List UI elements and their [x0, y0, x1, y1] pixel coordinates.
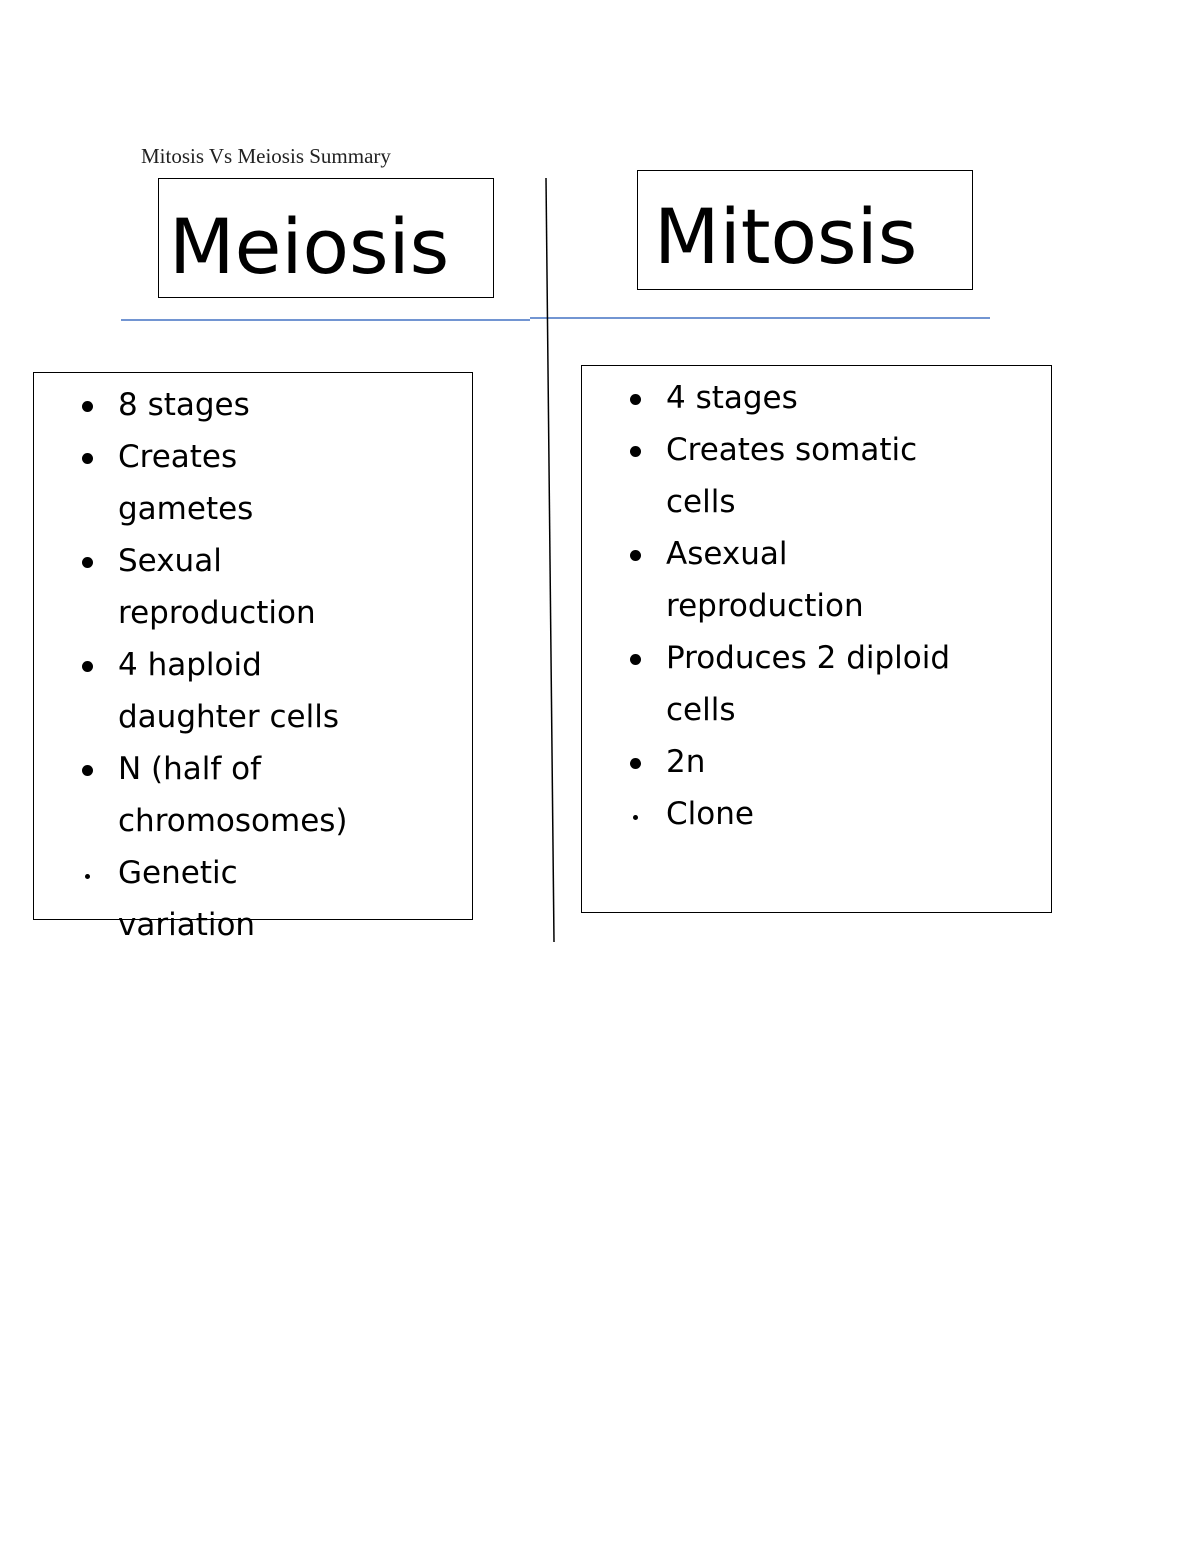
- bullet-icon: [630, 550, 641, 561]
- list-item-text: Asexual reproduction: [666, 536, 864, 624]
- list-item-text: Creates gametes: [118, 439, 254, 527]
- vertical-divider: [545, 177, 555, 943]
- bullet-icon: [82, 401, 93, 412]
- bullet-icon: [85, 874, 90, 879]
- list-item: Clone: [582, 788, 956, 840]
- list-item: 2n: [582, 736, 956, 788]
- list-item: Genetic variation: [34, 847, 358, 951]
- list-item-text: 4 haploid daughter cells: [118, 647, 339, 735]
- list-item-text: N (half of chromosomes): [118, 751, 348, 839]
- list-item: Sexual reproduction: [34, 535, 358, 639]
- list-item-text: 4 stages: [666, 380, 798, 416]
- list-item: Produces 2 diploid cells: [582, 632, 956, 736]
- meiosis-heading: Meiosis: [169, 202, 450, 291]
- bullet-icon: [630, 654, 641, 665]
- list-item: Asexual reproduction: [582, 528, 956, 632]
- list-item-text: Creates somatic cells: [666, 432, 918, 520]
- list-item-text: Sexual reproduction: [118, 543, 316, 631]
- mitosis-heading: Mitosis: [654, 192, 918, 281]
- bullet-icon: [82, 453, 93, 464]
- meiosis-heading-box: Meiosis: [158, 178, 494, 298]
- list-item: 8 stages: [34, 379, 358, 431]
- list-item: Creates somatic cells: [582, 424, 956, 528]
- bullet-icon: [633, 815, 638, 820]
- list-item-text: 8 stages: [118, 387, 250, 423]
- list-item-text: 2n: [666, 744, 706, 780]
- document-title: Mitosis Vs Meiosis Summary: [141, 144, 391, 168]
- bullet-icon: [630, 758, 641, 769]
- bullet-icon: [630, 446, 641, 457]
- list-item-text: Clone: [666, 796, 754, 832]
- mitosis-heading-box: Mitosis: [637, 170, 973, 290]
- bullet-icon: [82, 661, 93, 672]
- bullet-icon: [82, 557, 93, 568]
- list-item: Creates gametes: [34, 431, 358, 535]
- list-item-text: Genetic variation: [118, 855, 256, 943]
- bullet-icon: [82, 765, 93, 776]
- list-item: N (half of chromosomes): [34, 743, 358, 847]
- list-item-text: Produces 2 diploid cells: [666, 640, 951, 728]
- list-item: 4 stages: [582, 372, 956, 424]
- divider-lines: [121, 177, 990, 943]
- bullet-icon: [630, 394, 641, 405]
- list-item: 4 haploid daughter cells: [34, 639, 358, 743]
